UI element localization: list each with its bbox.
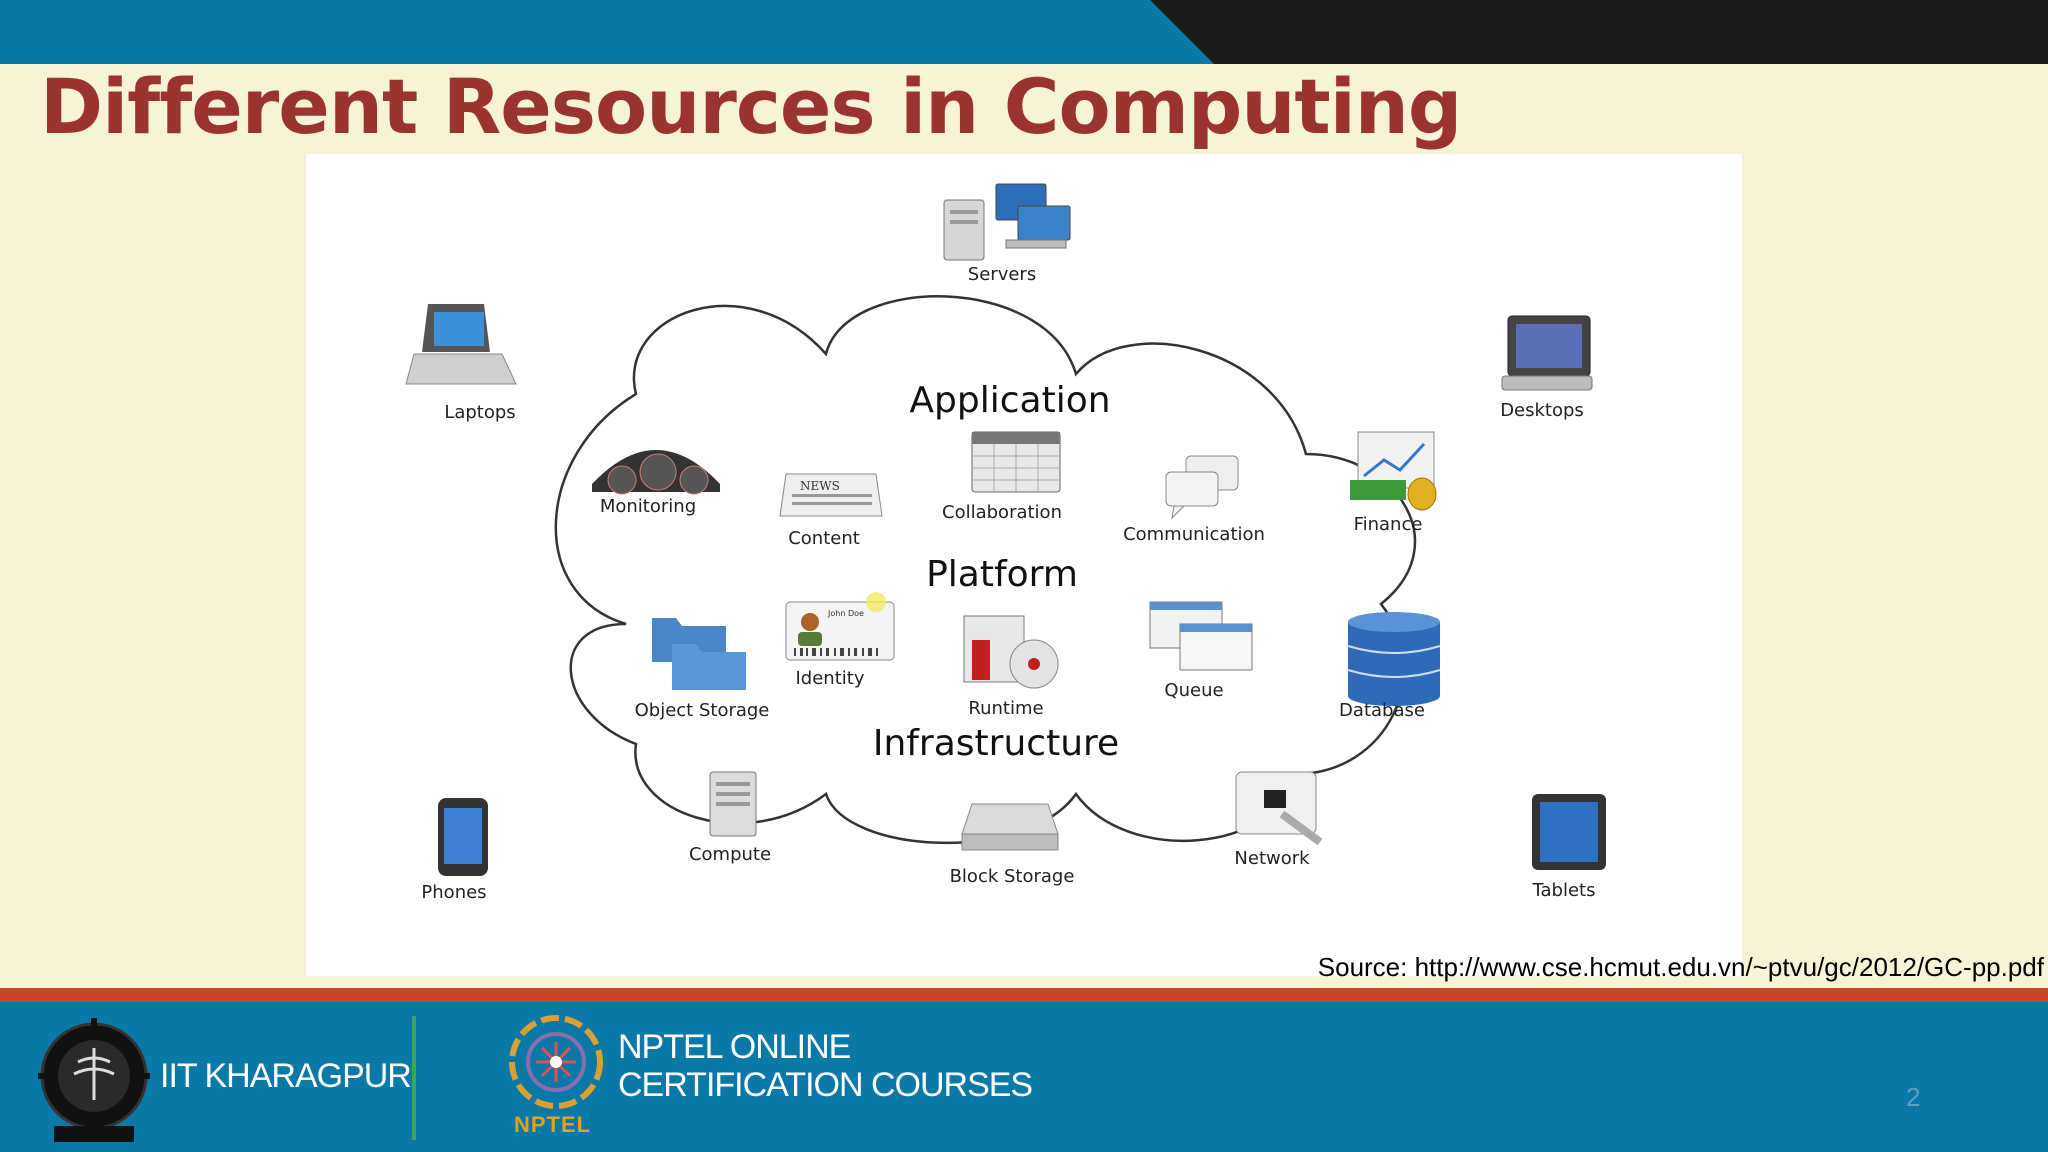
laptop-icon (405, 304, 517, 385)
nptel-line-2: CERTIFICATION COURSES (618, 1066, 1033, 1104)
network-plug-icon (1235, 771, 1323, 846)
label-database: Database (1339, 700, 1425, 721)
iit-kharagpur-logo (38, 1018, 150, 1142)
page-number: 2 (1906, 1082, 1921, 1112)
newspaper-icon: NEWS (779, 473, 883, 517)
software-box-icon (963, 615, 1059, 689)
cloud-diagram: Application Platform Infrastructure Serv… (306, 154, 1742, 976)
folders-icon (652, 618, 746, 690)
label-identity: Identity (796, 668, 865, 689)
servers-icon (943, 183, 1071, 261)
newspaper-text: NEWS (800, 479, 840, 493)
label-finance: Finance (1354, 514, 1423, 535)
label-servers: Servers (968, 264, 1036, 285)
label-laptops: Laptops (444, 402, 515, 423)
id-card-name: John Doe (827, 609, 864, 618)
label-network: Network (1234, 848, 1310, 869)
id-card-icon: John Doe (785, 592, 895, 661)
label-queue: Queue (1164, 680, 1223, 701)
chart-money-icon (1350, 431, 1437, 511)
layer-title-platform: Platform (926, 554, 1078, 595)
label-monitoring: Monitoring (600, 496, 696, 517)
gauge-icon (592, 450, 720, 495)
speech-bubbles-icon (1165, 455, 1239, 520)
footer-divider (412, 1016, 416, 1140)
label-desktops: Desktops (1500, 400, 1584, 421)
top-band-black (1150, 0, 2048, 64)
nptel-logo (509, 1015, 603, 1109)
hard-drive-icon (961, 803, 1059, 851)
phone-icon (438, 798, 488, 876)
windows-icon (1149, 601, 1253, 671)
footer-red-band (0, 988, 2048, 1002)
label-phones: Phones (421, 882, 486, 903)
calendar-icon (971, 431, 1061, 493)
label-communication: Communication (1123, 524, 1265, 545)
label-tablets: Tablets (1532, 880, 1596, 901)
server-tower-icon (709, 771, 757, 837)
source-citation: Source: http://www.cse.hcmut.edu.vn/~ptv… (1317, 952, 2044, 982)
nptel-logo-text: NPTEL (514, 1112, 592, 1137)
institute-name: IIT KHARAGPUR (160, 1057, 412, 1095)
nptel-line-1: NPTEL ONLINE (618, 1028, 851, 1066)
label-block-storage: Block Storage (950, 866, 1075, 887)
slide-title: Different Resources in Computing (40, 62, 1462, 151)
label-collaboration: Collaboration (942, 502, 1062, 523)
desktop-icon (1501, 315, 1593, 391)
label-object-storage: Object Storage (635, 700, 770, 721)
label-content: Content (788, 528, 860, 549)
layer-title-application: Application (909, 380, 1110, 421)
database-icon (1347, 612, 1441, 706)
tablet-icon (1532, 794, 1606, 870)
footer: IIT KHARAGPUR NPTEL NPTEL ONLINE CERTIFI… (0, 1002, 2048, 1152)
label-compute: Compute (689, 844, 771, 865)
label-runtime: Runtime (968, 698, 1043, 719)
layer-title-infrastructure: Infrastructure (873, 723, 1119, 764)
